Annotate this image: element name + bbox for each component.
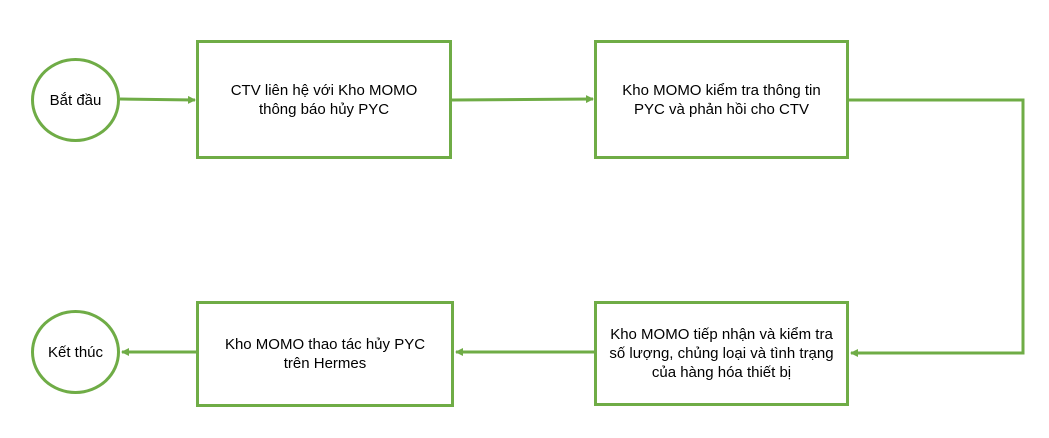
arrow-step2-to-step3 [849, 98, 1025, 357]
end-node-label: Kết thúc [47, 343, 104, 361]
process-step-notify-cancel-label: CTV liên hệ với Kho MOMO thông báo hủy P… [230, 81, 418, 118]
end-node: Kết thúc [31, 310, 120, 394]
arrow-start-to-step1 [119, 95, 196, 104]
process-step-check-info-label: Kho MOMO kiểm tra thông tin PYC và phản … [622, 81, 821, 118]
process-step-check-info: Kho MOMO kiểm tra thông tin PYC và phản … [594, 40, 849, 159]
process-step-notify-cancel: CTV liên hệ với Kho MOMO thông báo hủy P… [196, 40, 452, 159]
arrow-step1-to-step2 [451, 95, 594, 104]
start-node: Bắt đầu [31, 58, 120, 142]
process-step-receive-inspect-label: Kho MOMO tiếp nhận và kiểm tra số lượng,… [609, 326, 834, 381]
start-node-label: Bắt đầu [49, 91, 102, 109]
process-step-cancel-on-hermes-label: Kho MOMO thao tác hủy PYC trên Hermes [224, 336, 426, 372]
process-step-receive-inspect: Kho MOMO tiếp nhận và kiểm tra số lượng,… [594, 301, 849, 406]
process-step-cancel-on-hermes: Kho MOMO thao tác hủy PYC trên Hermes [196, 301, 454, 407]
